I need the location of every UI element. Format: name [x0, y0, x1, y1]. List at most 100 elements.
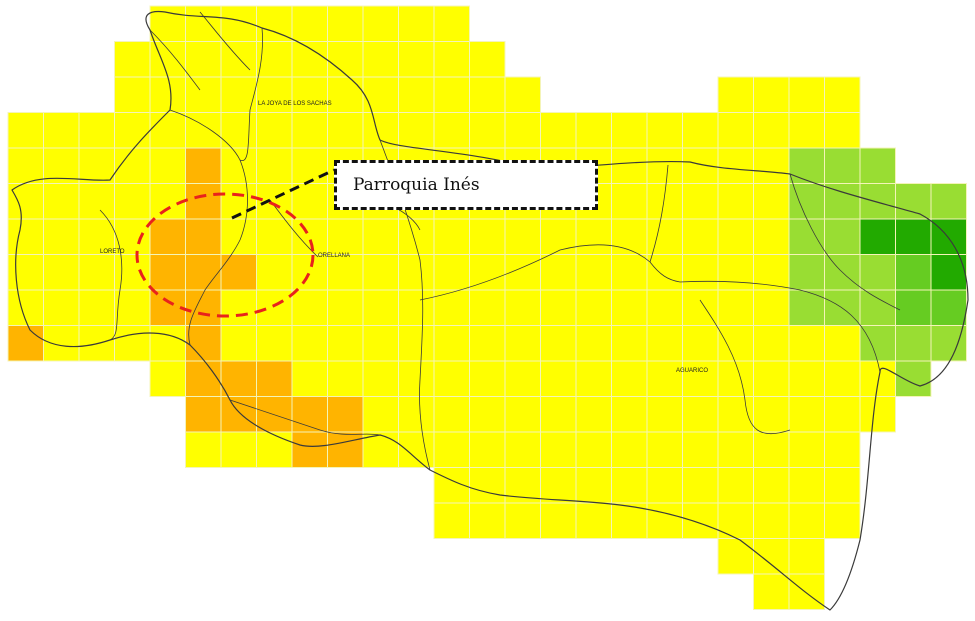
grid-cell-light-green	[895, 360, 932, 397]
grid-cell-yellow	[362, 431, 399, 468]
grid-cell-yellow	[256, 254, 293, 291]
grid-cell-orange	[327, 396, 364, 433]
grid-cell-yellow	[504, 396, 541, 433]
grid-cell-yellow	[646, 467, 683, 504]
grid-cell-yellow	[114, 112, 151, 149]
grid-cell-yellow	[824, 396, 861, 433]
grid-cell-light-green	[859, 254, 896, 291]
grid-cell-yellow	[682, 396, 719, 433]
grid-cell-yellow	[220, 289, 257, 326]
parish-boundary	[699, 299, 791, 435]
grid-cell-yellow	[717, 467, 754, 504]
grid-cell-yellow	[753, 396, 790, 433]
grid-cell-yellow	[220, 76, 257, 113]
grid-cell-yellow	[469, 112, 506, 149]
grid-cell-yellow	[753, 218, 790, 255]
grid-cell-light-green	[859, 289, 896, 326]
parish-boundary	[649, 164, 669, 263]
grid-cell-yellow	[753, 147, 790, 184]
grid-cell-yellow	[717, 396, 754, 433]
grid-cell-yellow	[575, 289, 612, 326]
grid-cell-yellow	[753, 325, 790, 362]
grid-cell-yellow	[682, 254, 719, 291]
grid-cell-light-green	[824, 183, 861, 220]
grid-cell-yellow	[682, 218, 719, 255]
grid-cell-yellow	[504, 431, 541, 468]
grid-cell-light-green	[930, 183, 967, 220]
parish-boundary	[239, 27, 263, 161]
grid-cell-yellow	[753, 289, 790, 326]
grid-cell-yellow	[149, 325, 186, 362]
grid-cell-yellow	[291, 254, 328, 291]
grid-cell-yellow	[788, 573, 825, 610]
grid-cell-yellow	[540, 218, 577, 255]
grid-cell-yellow	[753, 183, 790, 220]
grid-cell-yellow	[185, 76, 222, 113]
grid-cell-yellow	[859, 360, 896, 397]
grid-cell-yellow	[504, 218, 541, 255]
grid-cell-yellow	[540, 112, 577, 149]
grid-cell-yellow	[824, 76, 861, 113]
grid-cell-yellow	[256, 431, 293, 468]
grid-cell-yellow	[469, 502, 506, 539]
grid-cell-yellow	[469, 218, 506, 255]
grid-cell-yellow	[256, 76, 293, 113]
grid-cell-yellow	[611, 431, 648, 468]
grid-cell-yellow	[43, 325, 80, 362]
grid-cell-orange	[220, 254, 257, 291]
grid-cell-yellow	[78, 289, 115, 326]
grid-cell-yellow	[717, 502, 754, 539]
grid-cell-yellow	[788, 538, 825, 575]
grid-cell-light-green	[930, 325, 967, 362]
grid-cell-yellow	[824, 467, 861, 504]
grid-cell-yellow	[433, 41, 470, 78]
grid-cell-yellow	[824, 360, 861, 397]
grid-cell-dark-green	[859, 218, 896, 255]
grid-cell-yellow	[824, 431, 861, 468]
grid-cell-yellow	[753, 538, 790, 575]
grid-cell-yellow	[682, 289, 719, 326]
grid-cell-yellow	[646, 502, 683, 539]
grid-cell-mid-green	[895, 254, 932, 291]
grid-cell-yellow	[327, 5, 364, 42]
grid-cell-yellow	[611, 396, 648, 433]
grid-cell-yellow	[469, 254, 506, 291]
grid-cell-yellow	[540, 502, 577, 539]
grid-cell-yellow	[504, 112, 541, 149]
grid-cell-yellow	[469, 360, 506, 397]
grid-cell-yellow	[682, 112, 719, 149]
grid-cell-light-green	[788, 218, 825, 255]
grid-cell-yellow	[291, 325, 328, 362]
grid-cells	[7, 5, 967, 610]
grid-cell-yellow	[611, 325, 648, 362]
grid-cell-yellow	[433, 431, 470, 468]
province-boundary	[11, 10, 969, 611]
grid-cell-yellow	[682, 360, 719, 397]
grid-cell-yellow	[469, 325, 506, 362]
region-label-la-joya-de-los-sachas: LA JOYA DE LOS SACHAS	[258, 101, 332, 107]
grid-cell-light-green	[824, 218, 861, 255]
grid-cell-orange	[185, 183, 222, 220]
grid-cell-light-green	[788, 254, 825, 291]
grid-cell-yellow	[575, 325, 612, 362]
grid-cell-yellow	[753, 467, 790, 504]
grid-cell-yellow	[256, 112, 293, 149]
grid-cell-orange	[291, 396, 328, 433]
grid-cell-orange	[327, 431, 364, 468]
grid-cell-yellow	[682, 147, 719, 184]
grid-cell-yellow	[433, 76, 470, 113]
grid-cell-yellow	[788, 76, 825, 113]
grid-cell-yellow	[646, 396, 683, 433]
grid-cell-yellow	[433, 360, 470, 397]
grid-cell-yellow	[291, 76, 328, 113]
grid-cell-yellow	[788, 431, 825, 468]
parish-boundary	[679, 280, 881, 373]
grid-cell-yellow	[149, 360, 186, 397]
grid-cell-yellow	[717, 289, 754, 326]
grid-cell-yellow	[540, 360, 577, 397]
grid-cell-orange	[220, 360, 257, 397]
grid-cell-light-green	[895, 183, 932, 220]
grid-cell-yellow	[540, 396, 577, 433]
grid-cell-yellow	[43, 254, 80, 291]
